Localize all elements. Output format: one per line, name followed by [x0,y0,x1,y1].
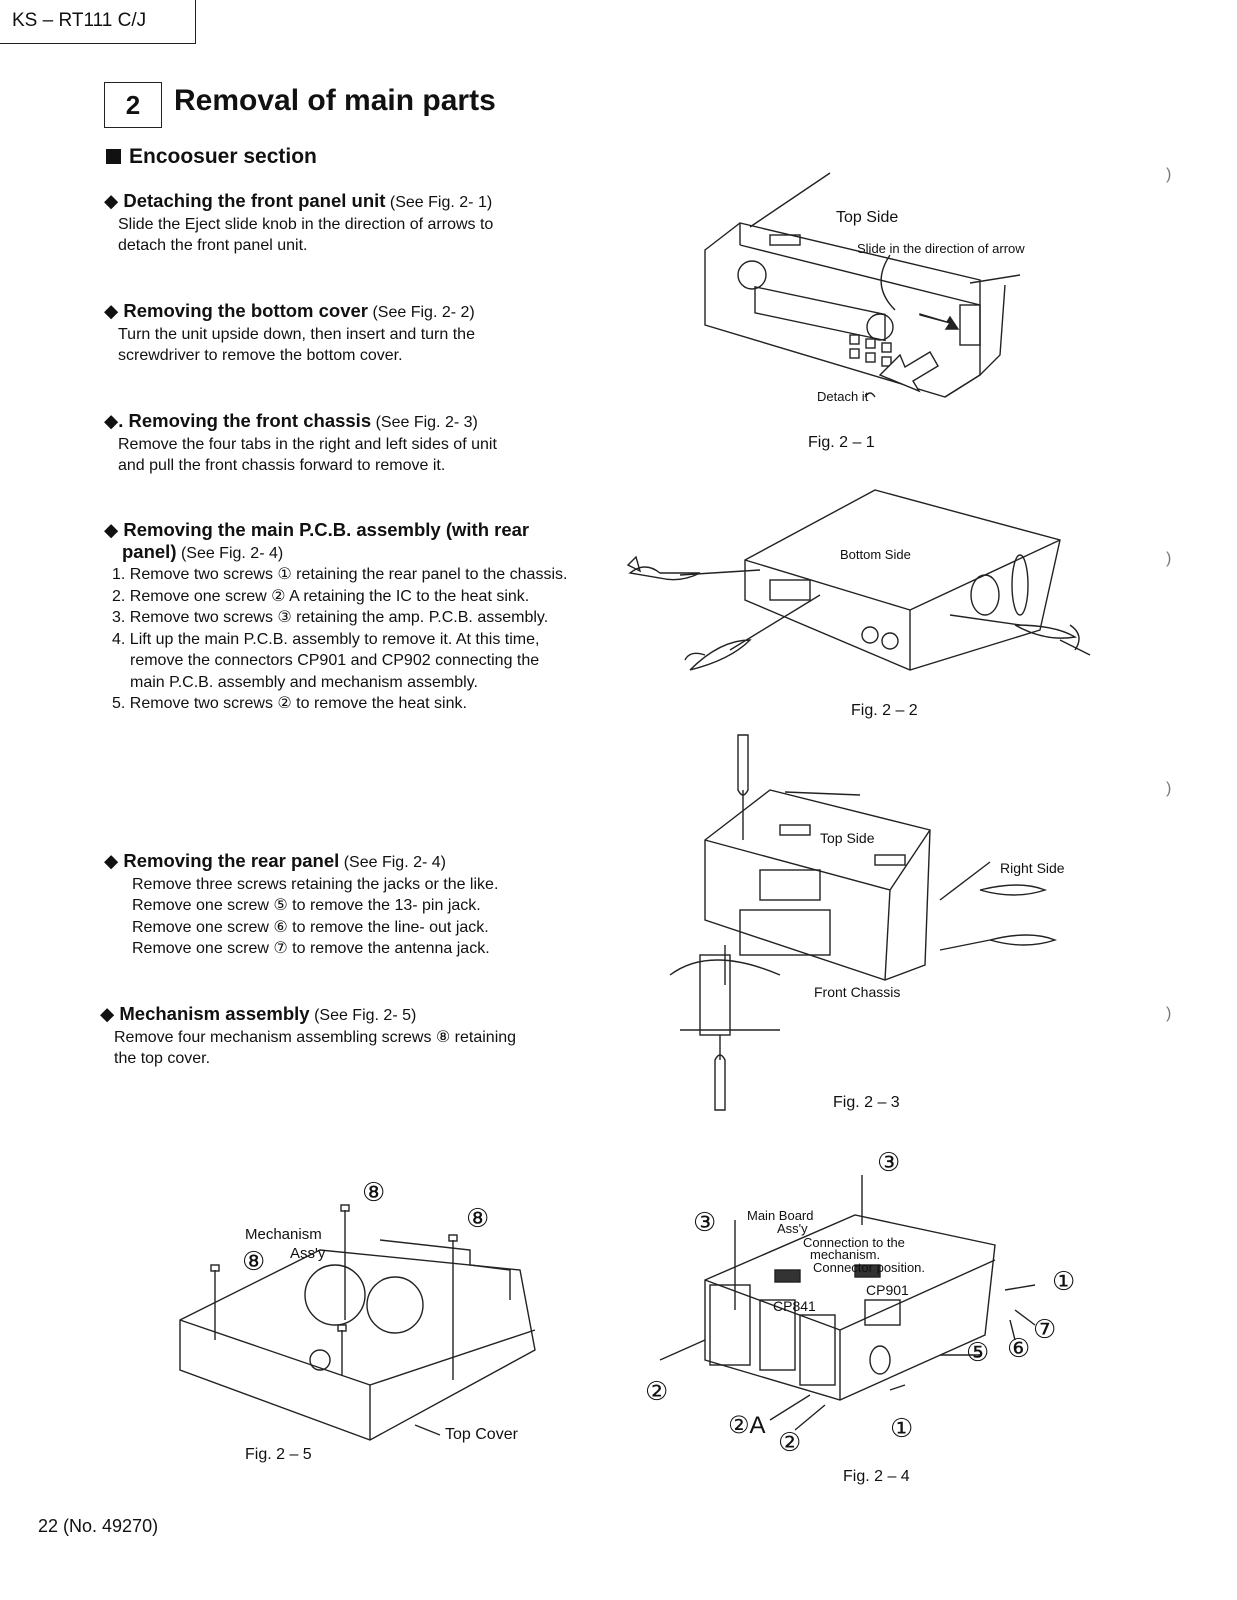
fig-2-1-detach-label: Detach it [817,389,869,404]
fig-ref: (See Fig. 2- 5) [314,1007,417,1024]
section-title: Removal of main parts [174,84,496,117]
step-heading: ◆ Detaching the front panel unit [104,190,386,211]
fig-ref: (See Fig. 2- 4) [180,544,284,562]
fig-2-4-callout-1: ① [1052,1266,1076,1296]
fig-2-5-illustration [179,1204,536,1441]
fig-2-5-callout-8: ⑧ [466,1203,490,1233]
fig-2-4-connector-position-label: Connector position. [813,1260,926,1275]
step-text: Remove the four tabs in the right and le… [118,435,497,453]
fig-2-5-top-cover-label: Top Cover [445,1426,518,1443]
fig-2-5-callout-8: ⑧ [242,1246,266,1276]
subsection-label: Encoosuer section [129,145,317,168]
binding-mark: ) [1166,1005,1172,1022]
binding-mark: ) [1166,550,1172,567]
fig-2-1-caption: Fig. 2 – 1 [808,434,875,451]
fig-2-4-cp901-label: CP901 [866,1282,909,1298]
fig-2-5-assy-label: Ass'y [290,1245,326,1262]
fig-2-4-callout-1: ① [890,1413,914,1443]
step-rear-panel: ◆ Removing the rear panel (See Fig. 2- 4… [104,850,576,960]
step-text: Remove three screws retaining the jacks … [132,875,499,893]
step-bottom-cover: ◆ Removing the bottom cover (See Fig. 2-… [104,300,576,367]
step-text: Slide the Eject slide knob in the direct… [118,215,494,233]
fig-2-3-front-chassis-label: Front Chassis [814,984,901,1000]
step-text: Remove one screw ⑦ to remove the antenna… [132,940,490,957]
fig-ref: (See Fig. 2- 3) [375,414,478,431]
step-front-panel: ◆ Detaching the front panel unit (See Fi… [104,190,576,257]
list-item: 5. Remove two screws ② to remove the hea… [112,695,467,712]
page-footer: 22 (No. 49270) [38,1516,159,1536]
fig-2-4-callout-2a: ②A [728,1412,766,1439]
step-text: Turn the unit upside down, then insert a… [118,325,475,343]
step-heading: ◆ Removing the rear panel [104,850,340,871]
step-text: Remove four mechanism assembling screws … [114,1028,517,1046]
fig-2-4-callout-2: ② [645,1376,669,1406]
fig-2-4-callout-2: ② [778,1427,802,1457]
fig-2-3-illustration [669,734,1058,1111]
fig-2-2-illustration [626,489,1091,671]
fig-2-3-top-side-label: Top Side [820,830,875,846]
step-heading-cont: panel) [122,540,177,562]
fig-2-5-mechanism-label: Mechanism [245,1226,322,1243]
step-text: and pull the front chassis forward to re… [118,457,446,474]
fig-2-4-callout-6: ⑥ [1007,1333,1031,1363]
fig-2-4-callout-7: ⑦ [1033,1314,1057,1344]
step-text: detach the front panel unit. [118,237,308,254]
fig-2-4-connection-label: Connection to the [803,1235,905,1250]
fig-2-3-caption: Fig. 2 – 3 [833,1094,900,1111]
fig-2-4-caption: Fig. 2 – 4 [843,1468,910,1485]
step-text: Remove one screw ⑥ to remove the line- o… [132,918,489,936]
step-heading: ◆. Removing the front chassis [104,410,372,431]
fig-2-4-callout-3: ③ [693,1207,717,1237]
fig-2-4-callout-3: ③ [877,1147,901,1177]
fig-2-5-caption: Fig. 2 – 5 [245,1446,312,1463]
fig-2-2-caption: Fig. 2 – 2 [851,702,918,719]
fig-2-4-mechanism-label: mechanism. [810,1247,881,1262]
list-item: 1. Remove two screws ① retaining the rea… [112,566,568,583]
fig-2-1-illustration [704,172,1021,398]
fig-2-1-slide-label: Slide in the direction of arrow [857,241,1025,256]
fig-ref: (See Fig. 2- 4) [343,854,446,871]
fig-ref: (See Fig. 2- 1) [389,194,493,211]
fig-2-4-illustration [659,1175,1036,1431]
step-text: Remove one screw ⑤ to remove the 13- pin… [132,897,481,914]
step-heading: ◆ Removing the bottom cover [104,300,369,321]
fig-2-5-callout-8: ⑧ [362,1177,386,1207]
subsection-title: Encoosuer section [106,145,317,169]
step-main-pcb: ◆ Removing the main P.C.B. assembly (wit… [104,519,576,715]
fig-2-1-top-side-label: Top Side [836,209,899,226]
step-heading: ◆ Mechanism assembly [100,1003,310,1024]
fig-2-3-right-side-label: Right Side [1000,860,1065,876]
fig-2-2-bottom-side-label: Bottom Side [840,547,911,562]
binding-mark: ) [1166,166,1172,183]
step-front-chassis: ◆. Removing the front chassis (See Fig. … [104,410,576,477]
fig-2-4-main-board-label: Main Board [747,1208,814,1223]
fig-ref: (See Fig. 2- 2) [372,304,475,321]
list-item: 2. Remove one screw ② A retaining the IC… [112,587,530,605]
model-header: KS – RT111 C/J [0,0,196,44]
list-item: 4. Lift up the main P.C.B. assembly to r… [112,630,540,691]
square-bullet-icon [106,149,121,164]
fig-2-4-assy-label: Ass'y [777,1221,808,1236]
binding-mark: ) [1166,780,1172,797]
fig-2-4-cp841-label: CP841 [773,1298,816,1314]
step-mechanism: ◆ Mechanism assembly (See Fig. 2- 5) Rem… [100,1003,572,1070]
section-number: 2 [104,82,162,128]
step-text: the top cover. [114,1050,211,1067]
step-heading: ◆ Removing the main P.C.B. assembly (wit… [104,519,530,540]
fig-2-4-callout-5: ⑤ [966,1337,990,1367]
list-item: 3. Remove two screws ③ retaining the amp… [112,609,549,626]
step-text: screwdriver to remove the bottom cover. [118,347,403,364]
